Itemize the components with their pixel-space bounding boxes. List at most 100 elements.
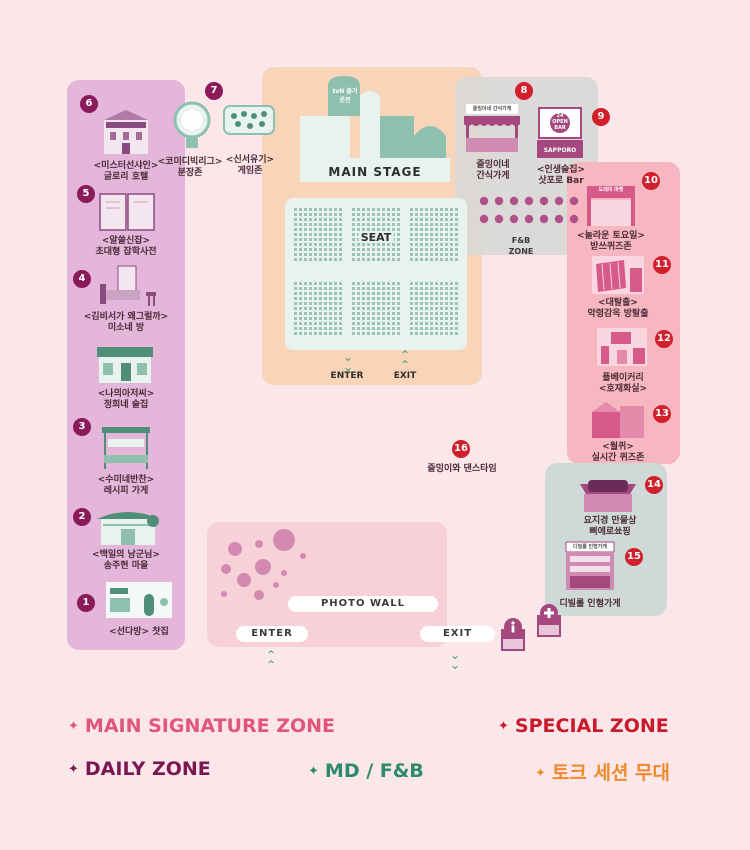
seat [304,317,307,320]
seat [420,223,423,226]
bedroom-icon [100,265,156,306]
label-line-2: 게임존 [237,166,263,176]
seat [440,208,443,211]
seat [357,258,360,261]
special-item-label[interactable]: <월퀴>실시간 퀴즈존 [592,442,645,464]
seat [397,312,400,315]
md-shop-icon [580,480,636,512]
seat [435,322,438,325]
seat [445,307,448,310]
seat [387,312,390,315]
seat [392,228,395,231]
daily-item-label[interactable]: <수미네반찬>레시피 가게 [98,475,154,497]
seat [334,233,337,236]
label-line-1: <월퀴> [602,442,634,452]
special-item-label[interactable]: <대탈출>악령감옥 방탈출 [587,298,648,320]
daily-item-label[interactable]: <나의아저씨>정희네 술집 [98,389,154,411]
beer-bar-icon [537,107,583,158]
seat [420,307,423,310]
photo-wall-title: PHOTO WALL [288,596,438,612]
seat [425,327,428,330]
photo-wall-enter[interactable]: ENTER [236,626,308,642]
label-line-1: <수미네반찬> [97,475,155,485]
seat [324,228,327,231]
seat-label: SEAT [358,231,394,244]
fnb-seat [554,196,564,206]
fnb-seat [479,196,489,206]
seat [397,248,400,251]
seat [445,312,448,315]
daily-item-label[interactable]: <김비서가 왜그럴까>미소네 방 [84,312,168,334]
seat [299,243,302,246]
daily-item-label[interactable]: <알쓸신잡>초대형 잡학사전 [95,236,156,258]
seat [314,238,317,241]
daily-item-label[interactable]: <백일의 낭군님>송주현 마을 [92,550,160,572]
special-item-label[interactable]: 플베이커리<호재화실> [599,373,647,395]
center-item-label[interactable]: 즐밍이와 댄스타임 [427,464,497,474]
seat [339,218,342,221]
seat [377,297,380,300]
seat [430,317,433,320]
seat [450,332,453,335]
fnb-item-label[interactable]: <인생술집>삿포로 Bar [537,165,585,187]
fnb-seat [539,214,549,224]
seat [392,253,395,256]
seat [334,243,337,246]
seat [420,312,423,315]
seat [304,282,307,285]
md-item-label[interactable]: 디빌롤 인형가게 [559,599,621,609]
daily-item-label[interactable]: <선다방> 찻집 [109,627,169,638]
legend-daily-zone: ✦DAILY ZONE [68,758,211,780]
main-stage-illustration [300,76,450,182]
seat [372,218,375,221]
seat [362,223,365,226]
seat [299,228,302,231]
seat [367,218,370,221]
seat [299,248,302,251]
seat [329,332,332,335]
seat [445,228,448,231]
daily-item-label[interactable]: <미스터선샤인>글로리 호텔 [94,161,159,183]
seat [352,243,355,246]
special-item-label[interactable]: <놀라운 토요일>받쓰퀴즈존 [577,231,645,253]
daily-item-number-1: 1 [77,594,95,612]
seat [304,292,307,295]
special-item-number-11: 11 [653,256,671,274]
first-aid-icon[interactable] [535,603,563,639]
seat [352,238,355,241]
seat [377,292,380,295]
seat [425,243,428,246]
seat [324,282,327,285]
seat [339,248,342,251]
seat [334,302,337,305]
seat [430,312,433,315]
top-item-label[interactable]: <신서유기>게임존 [226,155,274,177]
seat [415,218,418,221]
seat [309,332,312,335]
seat [382,258,385,261]
seat [455,213,458,216]
main-stage-exit[interactable]: EXIT [393,371,417,381]
seat [362,253,365,256]
seat [304,218,307,221]
photo-wall-exit[interactable]: EXIT [420,626,495,642]
seat [420,238,423,241]
top-item-label[interactable]: <코미디빅리그>분장존 [158,157,223,179]
seat [304,312,307,315]
seat [420,253,423,256]
seat [425,332,428,335]
info-icon[interactable] [499,617,527,653]
seat [425,248,428,251]
main-stage-enter[interactable]: ENTER [330,371,364,381]
seat [334,282,337,285]
seat [339,282,342,285]
label-line-2: 미소네 방 [107,323,145,333]
seat [299,253,302,256]
label-line-2: 삿포로 Bar [538,176,584,186]
seat [362,332,365,335]
seat [339,302,342,305]
seat [339,228,342,231]
seat [435,258,438,261]
